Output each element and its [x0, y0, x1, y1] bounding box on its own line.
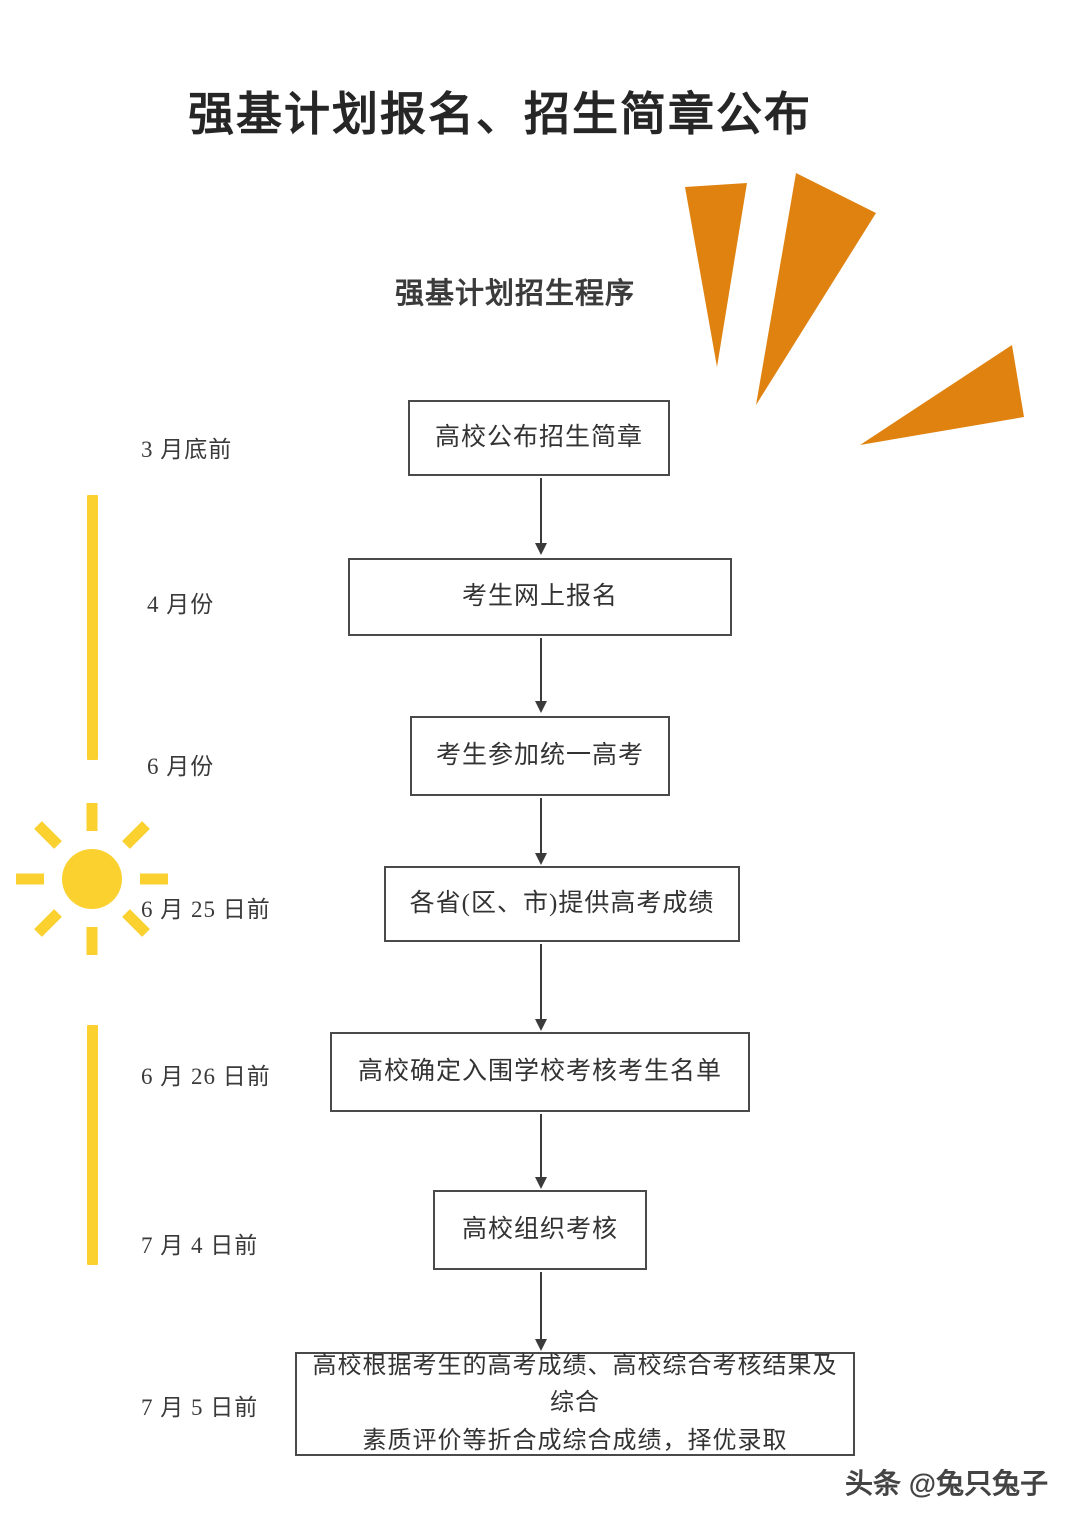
date-label-2: 4 月份 — [147, 592, 215, 617]
orange-ray-2 — [756, 173, 876, 405]
sun-icon — [16, 803, 168, 955]
flow-arrow-5 — [535, 1114, 547, 1189]
date-label-5: 6 月 26 日前 — [141, 1064, 271, 1089]
flow-step-6: 高校组织考核 — [433, 1190, 647, 1270]
date-label-3: 6 月份 — [147, 754, 215, 779]
flow-arrow-2 — [535, 638, 547, 713]
flow-step-7: 高校根据考生的高考成绩、高校综合考核结果及综合 素质评价等折合成综合成绩，择优录… — [295, 1352, 855, 1456]
flow-step-4: 各省(区、市)提供高考成绩 — [384, 866, 740, 942]
flow-arrow-3 — [535, 798, 547, 865]
date-label-7: 7 月 5 日前 — [141, 1395, 259, 1420]
flow-arrow-1 — [535, 478, 547, 555]
flow-step-5: 高校确定入围学校考核考生名单 — [330, 1032, 750, 1112]
flow-step-7-line-2: 素质评价等折合成综合成绩，择优录取 — [362, 1427, 788, 1454]
orange-ray-3 — [860, 345, 1024, 445]
date-label-4: 6 月 25 日前 — [141, 897, 271, 922]
sun-ray-bar-bottom — [87, 1025, 98, 1265]
date-label-6: 7 月 4 日前 — [141, 1233, 259, 1258]
date-label-1: 3 月底前 — [141, 437, 233, 462]
page-title: 强基计划报名、招生简章公布 — [188, 88, 812, 140]
flow-step-1: 高校公布招生简章 — [408, 400, 670, 476]
flow-arrow-4 — [535, 944, 547, 1031]
flow-step-7-line-1: 高校根据考生的高考成绩、高校综合考核结果及综合 — [312, 1353, 838, 1417]
flowchart-title: 强基计划招生程序 — [395, 278, 636, 310]
watermark-text: 头条 @兔只兔子 — [845, 1468, 1049, 1499]
sun-ray-bar-top — [87, 495, 98, 760]
flow-arrow-6 — [535, 1272, 547, 1351]
orange-ray-1 — [685, 183, 747, 367]
flow-step-2: 考生网上报名 — [348, 558, 732, 636]
flow-step-3: 考生参加统一高考 — [410, 716, 670, 796]
